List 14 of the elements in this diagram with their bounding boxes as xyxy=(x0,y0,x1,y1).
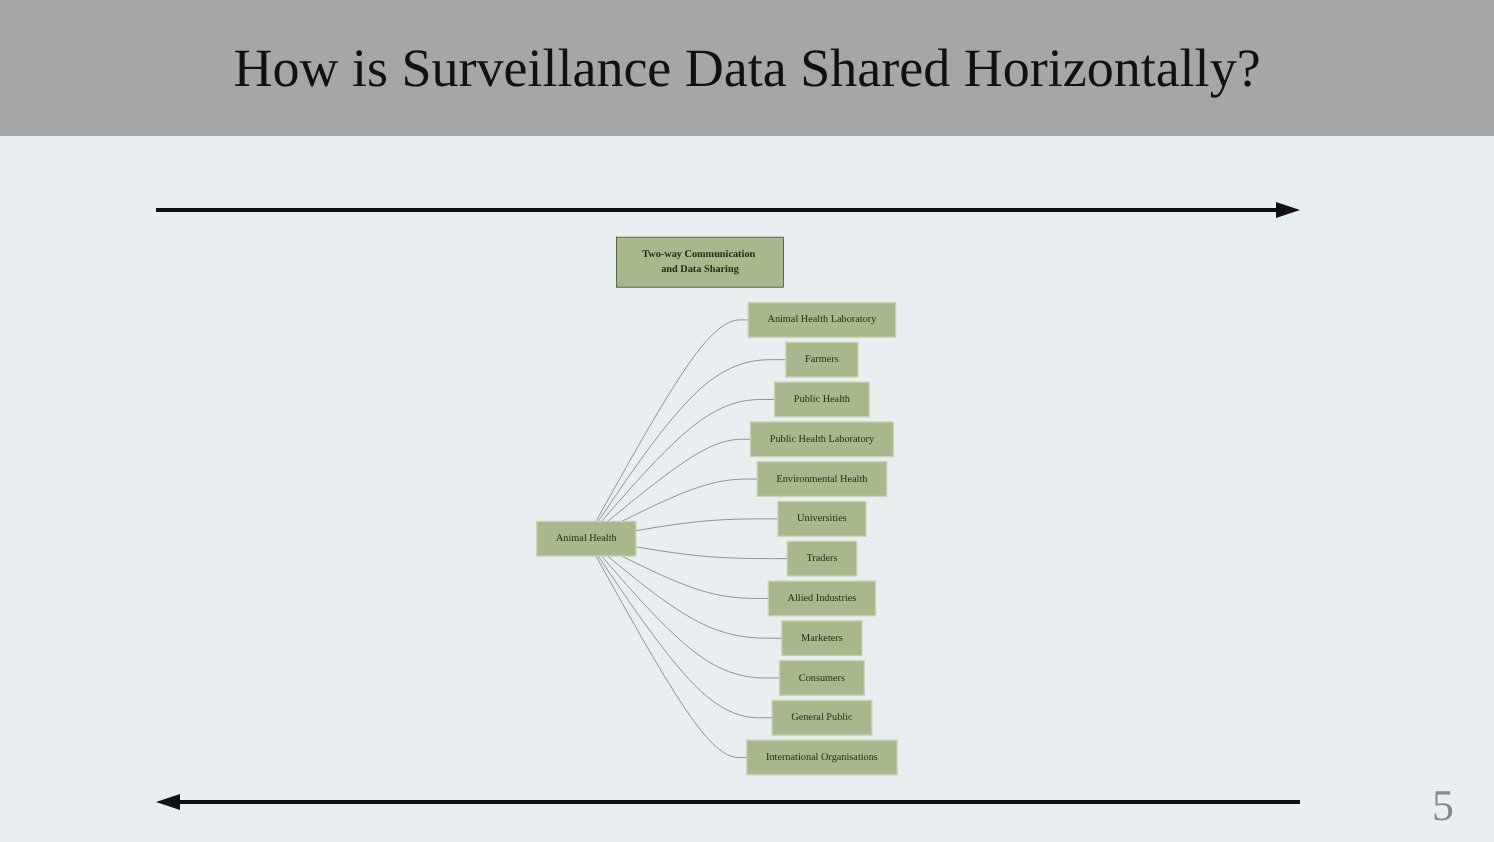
connector xyxy=(607,555,783,639)
page-number: 5 xyxy=(1432,780,1454,830)
connector xyxy=(635,518,779,532)
connector xyxy=(595,319,749,522)
connector xyxy=(607,438,751,522)
connector xyxy=(601,555,781,679)
connector xyxy=(601,399,776,522)
connector xyxy=(621,478,758,522)
connector xyxy=(621,555,769,599)
slide-title: How is Surveillance Data Shared Horizontally? xyxy=(0,0,1494,136)
connector xyxy=(597,359,787,522)
connector xyxy=(635,546,788,560)
connector xyxy=(595,555,748,758)
connector xyxy=(597,555,773,719)
